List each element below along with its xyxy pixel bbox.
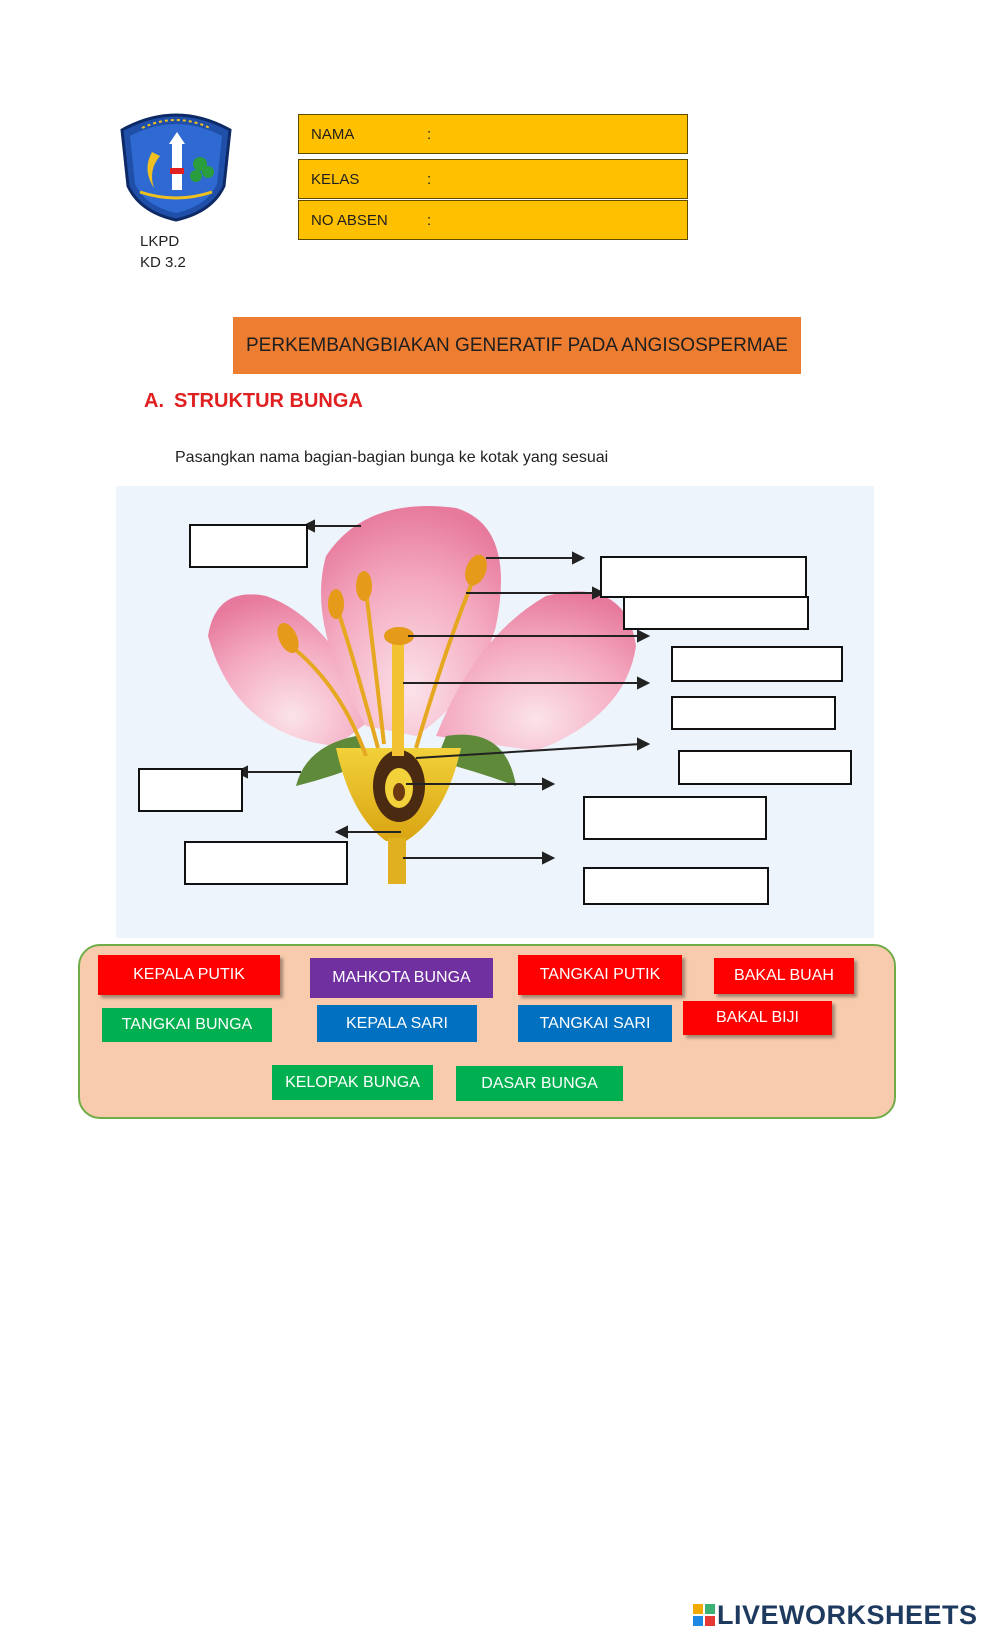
page-title: PERKEMBANGBIAKAN GENERATIF PADA ANGISOSP…	[233, 317, 801, 374]
answer-box-tangkai-putik[interactable]	[671, 696, 836, 730]
label-bank: KEPALA PUTIK MAHKOTA BUNGA TANGKAI PUTIK…	[78, 944, 896, 1119]
label-chip-tangkai-sari[interactable]: TANGKAI SARI	[518, 1005, 672, 1042]
section-title: STRUKTUR BUNGA	[174, 390, 363, 412]
section-number: A.	[144, 390, 164, 412]
name-field-colon: :	[427, 125, 432, 143]
answer-box-dasar[interactable]	[184, 841, 348, 885]
school-emblem-icon	[112, 108, 240, 223]
instruction-text: Pasangkan nama bagian-bagian bunga ke ko…	[175, 449, 609, 466]
answer-box-kepala-putik[interactable]	[671, 646, 843, 682]
label-chip-bakal-biji[interactable]: BAKAL BIJI	[683, 1001, 832, 1035]
absen-field[interactable]: NO ABSEN :	[298, 200, 688, 240]
flower-diagram	[116, 486, 874, 938]
lkpd-label: LKPD	[140, 233, 180, 250]
absen-field-label: NO ABSEN	[311, 211, 388, 229]
kd-label: KD 3.2	[140, 254, 186, 271]
class-field-colon: :	[427, 170, 432, 188]
label-chip-kepala-putik[interactable]: KEPALA PUTIK	[98, 955, 280, 995]
name-field-label: NAMA	[311, 125, 355, 143]
answer-box-bakal-buah[interactable]	[678, 750, 852, 785]
answer-box-tangkai-sari[interactable]	[623, 596, 809, 630]
answer-box-mahkota[interactable]	[189, 524, 308, 568]
label-chip-mahkota-bunga[interactable]: MAHKOTA BUNGA	[310, 958, 493, 998]
answer-box-tangkai-bunga[interactable]	[583, 867, 769, 905]
footer-brand: LIVEWORKSHEETS	[693, 1598, 978, 1632]
label-chip-dasar-bunga[interactable]: DASAR BUNGA	[456, 1066, 623, 1101]
footer-brand-text: LIVEWORKSHEETS	[717, 1599, 978, 1630]
label-chip-tangkai-bunga[interactable]: TANGKAI BUNGA	[102, 1008, 272, 1042]
class-field[interactable]: KELAS :	[298, 159, 688, 199]
flower-cross-section-icon	[208, 506, 651, 884]
absen-field-colon: :	[427, 211, 432, 229]
answer-box-bakal-biji[interactable]	[583, 796, 767, 840]
label-chip-kelopak-bunga[interactable]: KELOPAK BUNGA	[272, 1065, 433, 1100]
name-field[interactable]: NAMA :	[298, 114, 688, 154]
class-field-label: KELAS	[311, 170, 360, 188]
label-chip-tangkai-putik[interactable]: TANGKAI PUTIK	[518, 955, 682, 995]
liveworksheets-logo-icon	[693, 1604, 715, 1626]
section-heading: A. STRUKTUR BUNGA	[144, 390, 363, 413]
answer-box-kepala-sari[interactable]	[600, 556, 807, 598]
label-chip-bakal-buah[interactable]: BAKAL BUAH	[714, 958, 854, 994]
answer-box-kelopak[interactable]	[138, 768, 243, 812]
label-chip-kepala-sari[interactable]: KEPALA SARI	[317, 1005, 477, 1042]
